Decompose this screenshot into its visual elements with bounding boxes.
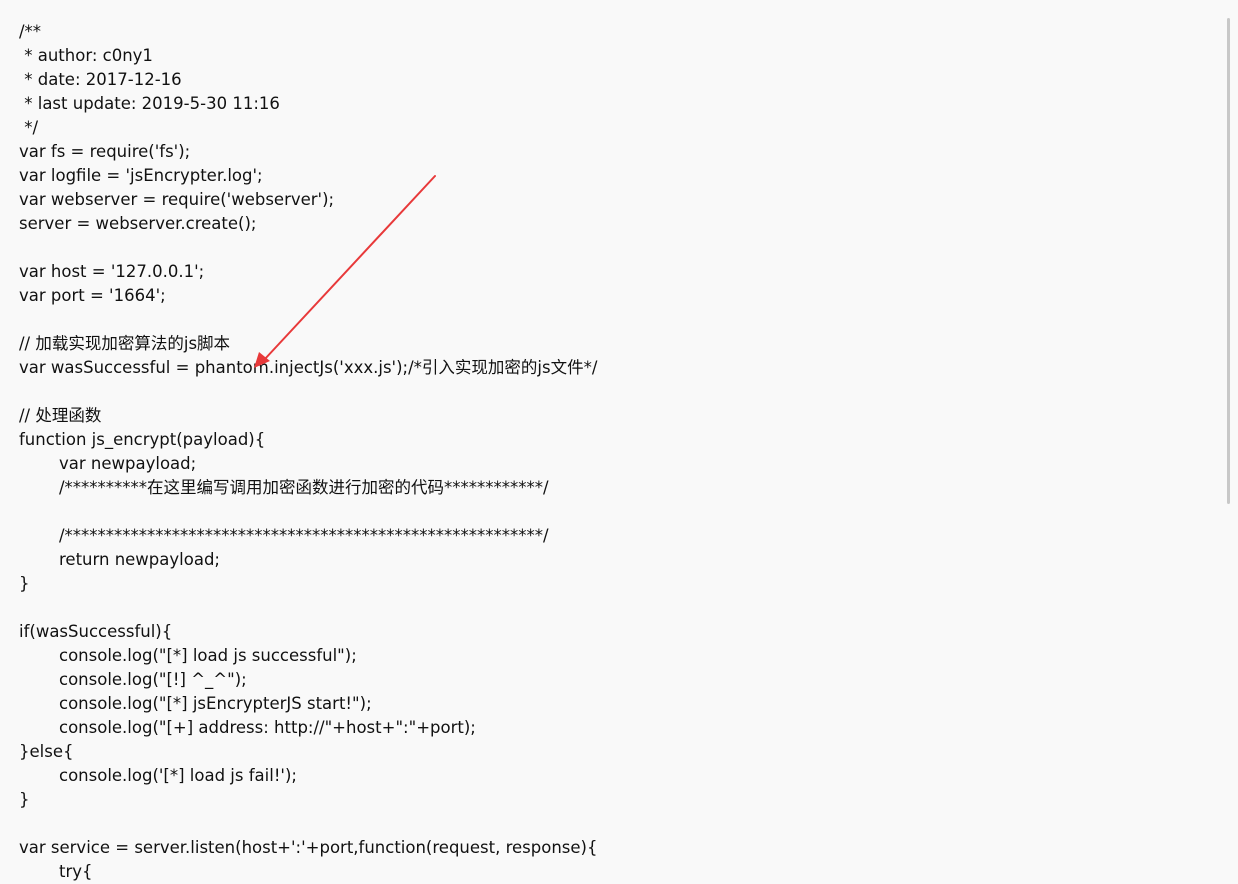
code-line: console.log("[!] ^_^"); — [59, 670, 247, 689]
vertical-scrollbar[interactable] — [1227, 18, 1230, 504]
code-line: console.log("[+] address: http://"+host+… — [59, 718, 476, 737]
code-line: var port = '1664'; — [19, 286, 166, 305]
code-line: console.log('[*] load js fail!'); — [59, 766, 297, 785]
code-line — [19, 380, 1209, 404]
code-line: }else{ — [19, 742, 74, 761]
code-line: return newpayload; — [59, 550, 220, 569]
code-line: */ — [19, 118, 39, 137]
code-line: } — [19, 790, 30, 809]
code-line: console.log("[*] load js successful"); — [59, 646, 357, 665]
code-line: } — [19, 574, 30, 593]
code-line — [19, 308, 1209, 332]
code-line — [19, 596, 1209, 620]
code-line: // 加载实现加密算法的js脚本 — [19, 334, 231, 353]
code-line: function js_encrypt(payload){ — [19, 430, 266, 449]
code-line: try{ — [59, 862, 93, 881]
code-line: * author: c0ny1 — [19, 46, 153, 65]
code-line — [19, 236, 1209, 260]
code-line: // 处理函数 — [19, 406, 102, 425]
code-line: var wasSuccessful = phantom.injectJs('xx… — [19, 358, 598, 377]
code-line: /** — [19, 22, 42, 41]
code-line: var fs = require('fs'); — [19, 142, 191, 161]
code-line — [19, 812, 1209, 836]
code-line: if(wasSuccessful){ — [19, 622, 173, 641]
code-line: var logfile = 'jsEncrypter.log'; — [19, 166, 263, 185]
code-line — [19, 500, 1209, 524]
code-line: var webserver = require('webserver'); — [19, 190, 335, 209]
code-line: var newpayload; — [59, 454, 197, 473]
code-line: server = webserver.create(); — [19, 214, 257, 233]
code-line: * last update: 2019-5-30 11:16 — [19, 94, 280, 113]
code-line: /**********在这里编写调用加密函数进行加密的代码***********… — [59, 478, 549, 497]
code-line: var host = '127.0.0.1'; — [19, 262, 205, 281]
code-line: * date: 2017-12-16 — [19, 70, 182, 89]
code-line: /***************************************… — [59, 526, 549, 545]
code-block: /** * author: c0ny1 * date: 2017-12-16 *… — [19, 20, 1209, 884]
code-line: console.log("[*] jsEncrypterJS start!"); — [59, 694, 372, 713]
code-line: var service = server.listen(host+':'+por… — [19, 838, 598, 857]
